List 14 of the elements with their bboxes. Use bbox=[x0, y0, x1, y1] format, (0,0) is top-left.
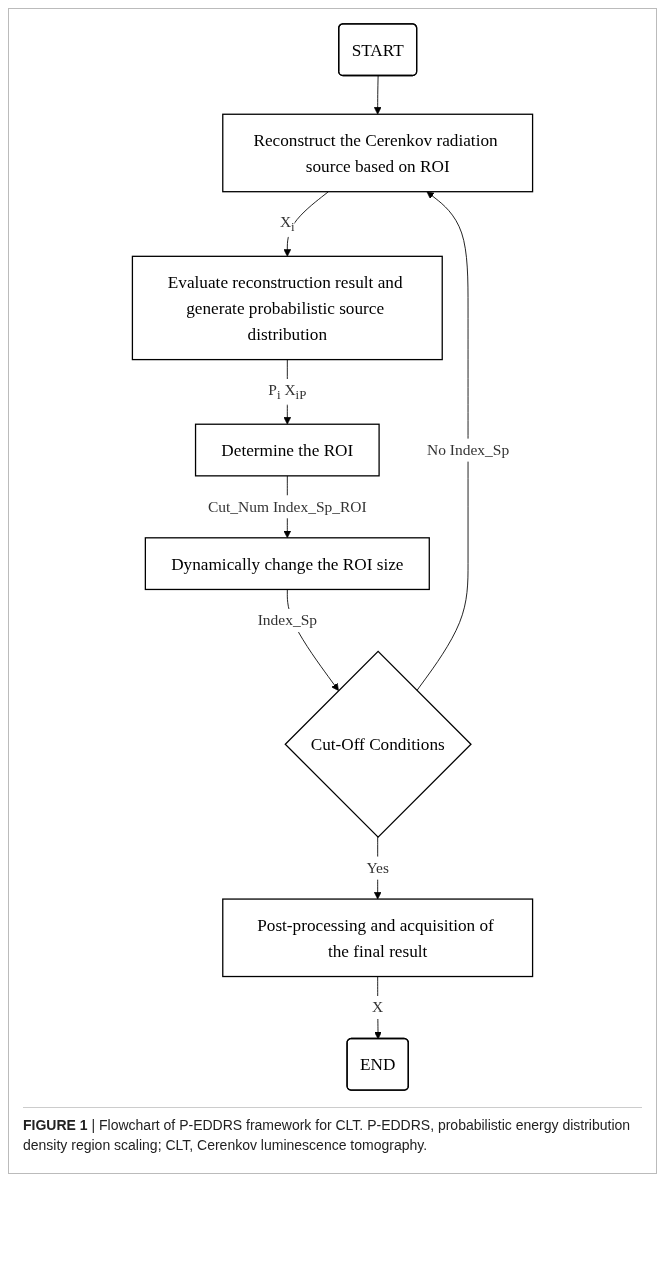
node-box: Reconstruct the Cerenkov radiation source based on ROI bbox=[222, 113, 534, 193]
node-box: Dynamically change the ROI size bbox=[144, 537, 430, 591]
figure-caption: FIGURE 1 | Flowchart of P-EDDRS framework for CLT. P-EDDRS, probabilistic energy distribution density region scaling; CLT, Cerenkov luminescence tomography. bbox=[23, 1107, 642, 1156]
edge-label: Index_Sp bbox=[257, 611, 318, 629]
node-box: Post-processing and acquisition of the final result bbox=[222, 898, 534, 978]
node-box: Evaluate reconstruction result and generate probabilistic source distribution bbox=[131, 255, 443, 361]
edge-label: Yes bbox=[366, 859, 389, 877]
edge-label: X$_{i}$ bbox=[279, 213, 295, 234]
edge-label: Cut_Num Index_Sp_ROI bbox=[207, 497, 367, 516]
edge-label: P$_{i}$ X$_{iP}$ bbox=[268, 381, 307, 402]
node-diamond: Cut-Off Conditions bbox=[284, 650, 472, 838]
edge-label: X bbox=[372, 998, 384, 1016]
edge-label: No Index_Sp bbox=[426, 441, 510, 459]
node-box: Determine the ROI bbox=[194, 423, 380, 477]
